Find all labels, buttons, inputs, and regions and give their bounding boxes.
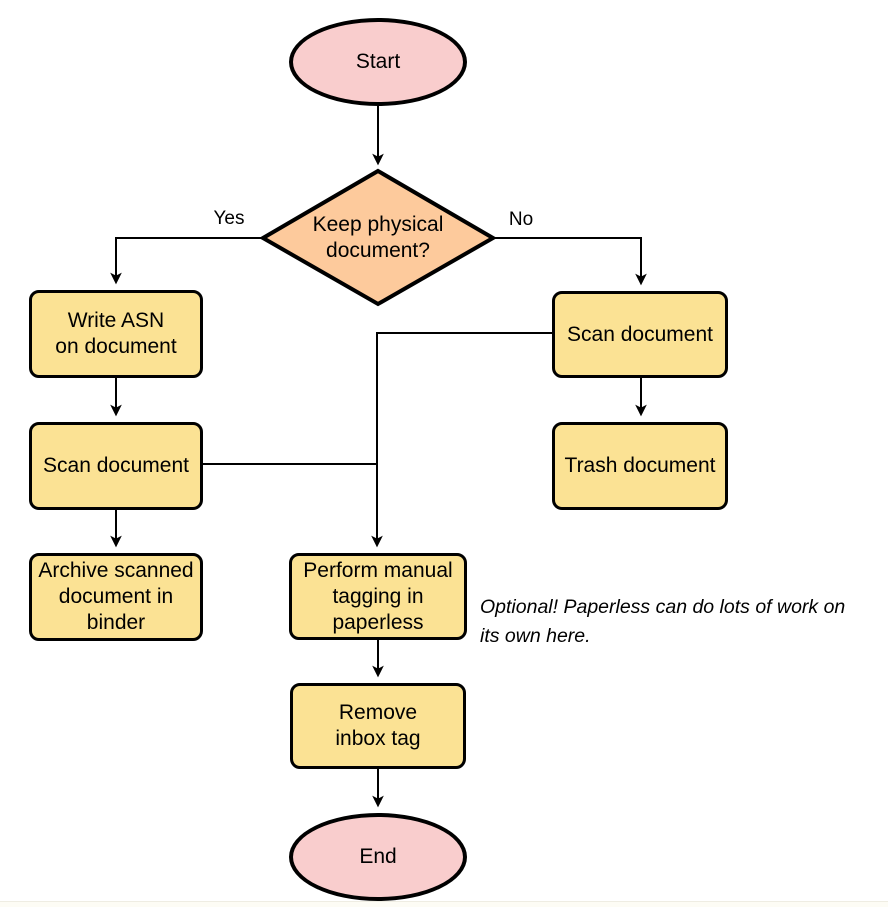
edge-label-yes: Yes — [213, 208, 245, 229]
node-trash-document: Trash document — [552, 422, 728, 510]
node-scan-document-right: Scan document — [552, 291, 728, 378]
annotation-note: Optional! Paperless can do lots of work … — [480, 596, 846, 647]
edge-decision-yes-to-write-asn — [110, 237, 263, 285]
bottom-divider — [0, 901, 888, 907]
node-archive-scanned-document: Archive scanned document in binder — [29, 553, 203, 641]
node-remove-inbox-tag: Remove inbox tag — [290, 683, 466, 769]
node-end: End — [289, 813, 467, 901]
node-perform-manual-tagging: Perform manual tagging in paperless — [289, 553, 467, 640]
node-scan-document-left: Scan document — [29, 422, 203, 510]
edge-label-no: No — [508, 209, 534, 230]
node-decision-label: Keep physical document? — [312, 213, 444, 262]
node-start: Start — [289, 18, 467, 106]
decision-diamond-shape — [259, 168, 497, 307]
node-write-asn-on-document: Write ASN on document — [29, 290, 203, 378]
edge-decision-no-to-scan-right — [493, 237, 647, 286]
edge-scan-right-to-tagging — [371, 332, 552, 548]
